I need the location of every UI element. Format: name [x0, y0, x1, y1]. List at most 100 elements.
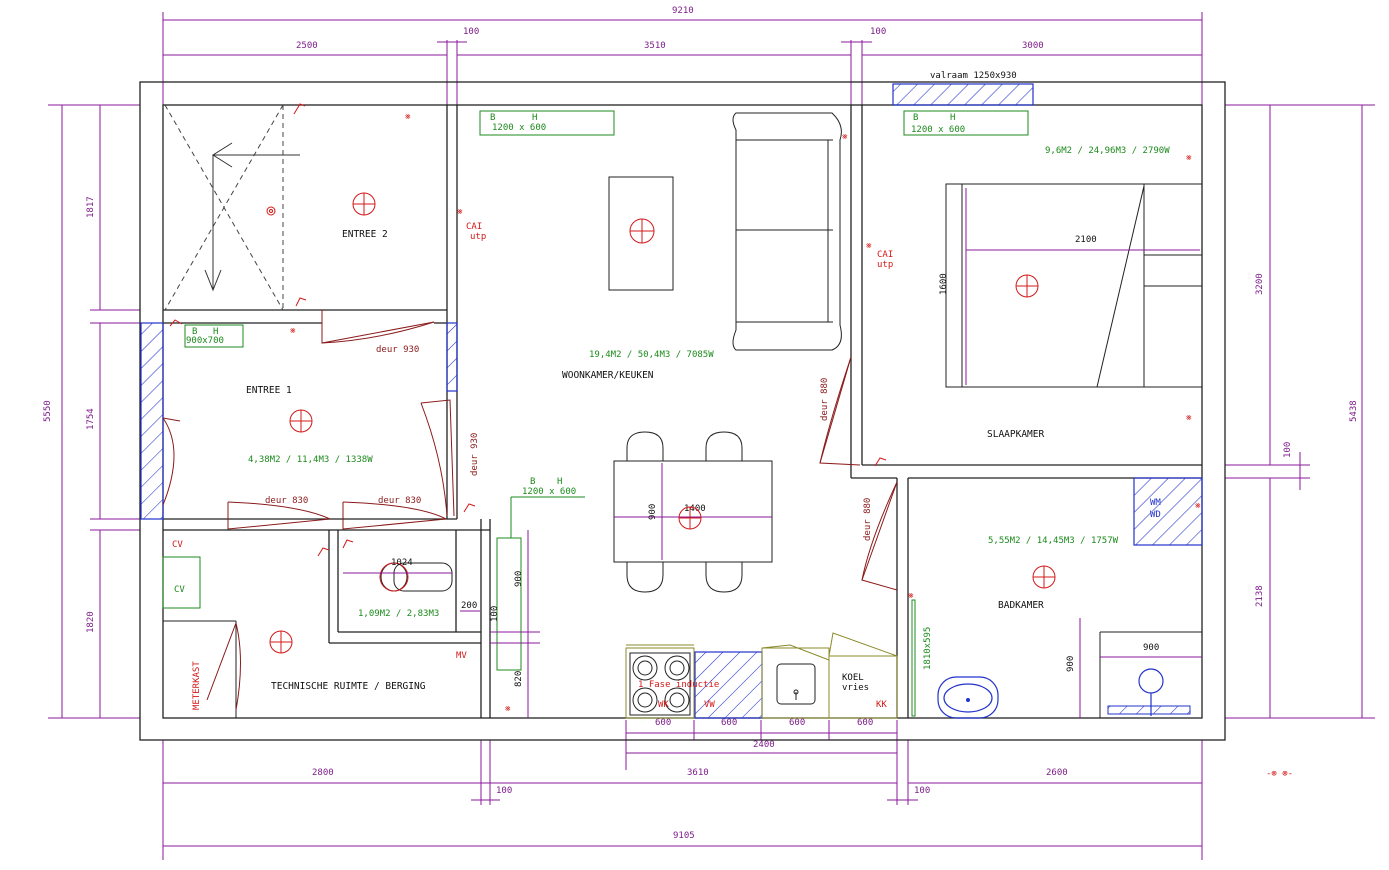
svg-text:B: B [490, 113, 495, 123]
svg-text:METERKAST: METERKAST [192, 661, 202, 710]
doors [162, 310, 898, 711]
light-icon [629, 218, 655, 244]
svg-text:600: 600 [721, 718, 737, 728]
light-icon [269, 630, 293, 654]
svg-text:deur 880: deur 880 [820, 378, 830, 421]
svg-text:KK: KK [876, 700, 887, 710]
svg-text:3510: 3510 [644, 41, 666, 51]
svg-text:100: 100 [914, 786, 930, 796]
svg-text:1820: 1820 [86, 611, 96, 633]
svg-text:900x700: 900x700 [186, 336, 224, 346]
hatched-areas [140, 83, 1203, 719]
svg-text:100: 100 [463, 27, 479, 37]
svg-text:⨳: ⨳ [457, 207, 463, 217]
svg-text:900: 900 [1066, 656, 1076, 672]
svg-text:B: B [192, 327, 197, 337]
svg-text:600: 600 [857, 718, 873, 728]
svg-text:19,4M2 / 50,4M3 / 7085W: 19,4M2 / 50,4M3 / 7085W [589, 350, 714, 360]
light-icon [289, 409, 313, 433]
svg-text:MV: MV [456, 651, 467, 661]
svg-text:utp: utp [470, 232, 486, 242]
walls [139, 81, 1226, 741]
svg-text:⨳: ⨳ [1186, 153, 1192, 163]
svg-text:4,38M2 / 11,4M3 / 1338W: 4,38M2 / 11,4M3 / 1338W [248, 455, 373, 465]
svg-text:100: 100 [1283, 442, 1293, 458]
svg-text:-⊗ ⊗-: -⊗ ⊗- [1266, 769, 1293, 779]
svg-text:2500: 2500 [296, 41, 318, 51]
void-cross [164, 104, 300, 311]
svg-text:2800: 2800 [312, 768, 334, 778]
svg-text:deur 830: deur 830 [378, 496, 421, 506]
svg-text:200: 200 [461, 601, 477, 611]
svg-text:B: B [530, 477, 535, 487]
svg-text:2600: 2600 [1046, 768, 1068, 778]
svg-text:deur 880: deur 880 [863, 498, 873, 541]
svg-text:CAI: CAI [877, 250, 893, 260]
svg-text:ENTREE 1: ENTREE 1 [246, 385, 292, 396]
svg-text:ENTREE 2: ENTREE 2 [342, 229, 388, 240]
svg-text:1 Fase inductie: 1 Fase inductie [638, 680, 719, 690]
room-labels: ENTREE 2 ENTREE 1 WOONKAMER/KEUKEN SLAAP… [162, 229, 1161, 710]
svg-text:⨳: ⨳ [505, 704, 511, 714]
svg-text:1810x595: 1810x595 [923, 627, 933, 670]
svg-text:⨳: ⨳ [405, 112, 411, 122]
svg-text:CV: CV [172, 540, 183, 550]
svg-text:WOONKAMER/KEUKEN: WOONKAMER/KEUKEN [562, 370, 654, 381]
svg-text:⨳: ⨳ [842, 132, 848, 142]
svg-text:⨳: ⨳ [908, 591, 914, 601]
svg-text:⨳: ⨳ [290, 326, 296, 336]
svg-text:H: H [532, 113, 537, 123]
svg-text:9210: 9210 [672, 6, 694, 16]
svg-text:vries: vries [842, 683, 869, 693]
svg-text:WD: WD [1150, 510, 1161, 520]
svg-text:CV: CV [174, 585, 185, 595]
dimension-lines [48, 12, 1375, 860]
svg-text:⨳: ⨳ [866, 241, 872, 251]
window-labels: B H 1200 x 600 B H 1200 x 600 B H 900x70… [184, 71, 1029, 538]
svg-text:WK: WK [658, 700, 669, 710]
svg-text:WM: WM [1150, 498, 1161, 508]
svg-text:100: 100 [490, 606, 500, 622]
svg-text:600: 600 [789, 718, 805, 728]
svg-text:900: 900 [514, 571, 524, 587]
svg-text:H: H [950, 113, 955, 123]
svg-text:⨳: ⨳ [1186, 413, 1192, 423]
svg-text:9105: 9105 [673, 831, 695, 841]
area-labels: 19,4M2 / 50,4M3 / 7085W 4,38M2 / 11,4M3 … [248, 146, 1170, 619]
electrical-labels: CAI utp CAI utp MV VW KK WK 1 Fase induc… [172, 222, 1293, 779]
dimension-labels: 9210 2500 100 3510 100 3000 5550 1817 17… [43, 6, 1359, 841]
svg-text:SLAAPKAMER: SLAAPKAMER [987, 429, 1044, 440]
svg-text:⨳: ⨳ [1195, 501, 1201, 511]
svg-text:BADKAMER: BADKAMER [998, 600, 1044, 611]
svg-text:100: 100 [496, 786, 512, 796]
svg-text:1754: 1754 [86, 408, 96, 430]
svg-text:820: 820 [514, 671, 524, 687]
light-fixtures: ⨳ ⨳ ⨳ ⨳ ⨳ ⨳ ⨳ ⨳ ⨳ ⨳ [169, 103, 1201, 714]
svg-text:1024: 1024 [391, 558, 413, 568]
svg-text:B: B [913, 113, 918, 123]
svg-text:600: 600 [655, 718, 671, 728]
svg-text:900: 900 [648, 504, 658, 520]
svg-text:deur 930: deur 930 [376, 345, 419, 355]
svg-text:1200 x 600: 1200 x 600 [492, 123, 546, 133]
svg-text:2138: 2138 [1255, 585, 1265, 607]
svg-text:3610: 3610 [687, 768, 709, 778]
svg-text:1400: 1400 [684, 504, 706, 514]
svg-text:1,09M2 / 2,83M3: 1,09M2 / 2,83M3 [358, 609, 439, 619]
light-icon [1032, 565, 1056, 589]
svg-text:TECHNISCHE RUIMTE / BERGING: TECHNISCHE RUIMTE / BERGING [271, 681, 426, 692]
svg-text:H: H [213, 327, 218, 337]
svg-text:KOEL: KOEL [842, 673, 864, 683]
svg-text:100: 100 [870, 27, 886, 37]
svg-text:2100: 2100 [1075, 235, 1097, 245]
svg-text:1200 x 600: 1200 x 600 [911, 125, 965, 135]
svg-text:VW: VW [704, 700, 715, 710]
light-icon [678, 506, 702, 530]
svg-text:valraam 1250x930: valraam 1250x930 [930, 71, 1017, 81]
svg-text:deur 930: deur 930 [470, 433, 480, 476]
light-icon [352, 192, 376, 216]
door-labels: deur 930 deur 930 deur 830 deur 830 deur… [265, 345, 873, 541]
svg-text:1817: 1817 [86, 196, 96, 218]
svg-text:5,55M2 / 14,45M3 / 1757W: 5,55M2 / 14,45M3 / 1757W [988, 536, 1119, 546]
